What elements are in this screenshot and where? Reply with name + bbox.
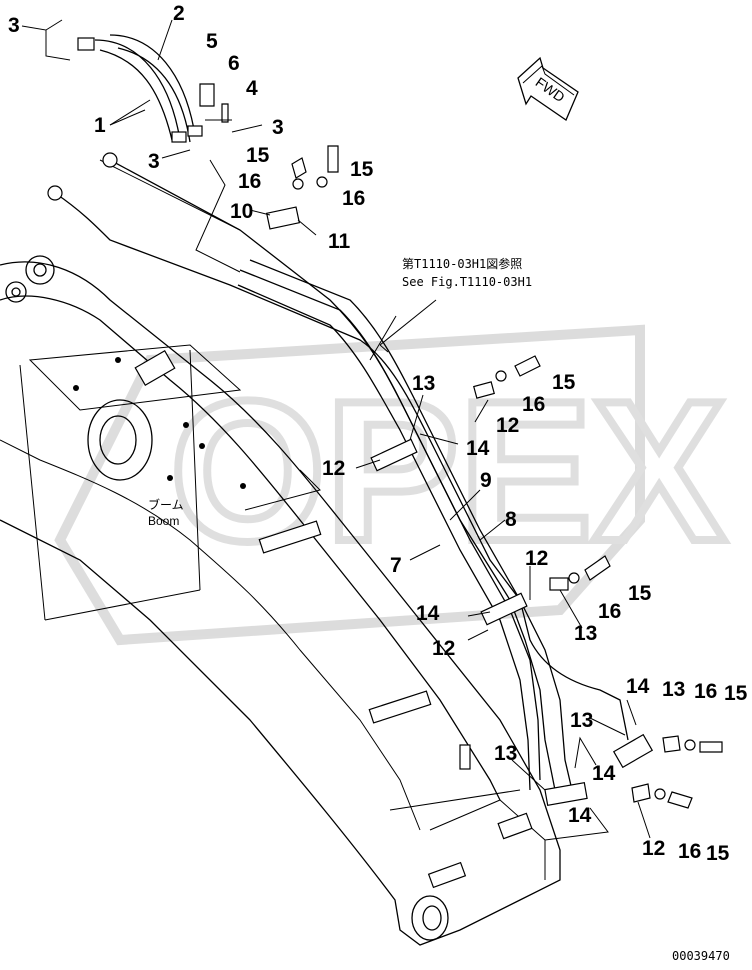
callout-14: 14	[592, 762, 616, 785]
callout-13: 13	[412, 372, 435, 395]
callout-14: 14	[416, 602, 440, 625]
hydraulic-pipes	[47, 34, 723, 809]
callout-15: 15	[706, 842, 730, 865]
callout-3: 3	[148, 150, 160, 173]
watermark-text: OPEX	[170, 360, 726, 583]
callout-14: 14	[466, 437, 490, 460]
callout-13: 13	[570, 709, 593, 732]
fwd-arrow: FWD	[517, 56, 579, 121]
callout-15: 15	[246, 144, 270, 167]
part-number-labels: 3 2 5 6 4 1 3 3 15 15 16 16 10 11 15 13 …	[8, 2, 748, 865]
callout-6: 6	[228, 52, 240, 75]
callout-9: 9	[480, 469, 492, 492]
callout-12: 12	[322, 457, 345, 480]
callout-10: 10	[230, 200, 253, 223]
callout-12: 12	[525, 547, 548, 570]
reference-en: See Fig.T1110-03H1	[402, 275, 532, 289]
boom-label-en: Boom	[148, 514, 179, 528]
callout-15: 15	[350, 158, 374, 181]
callout-13: 13	[494, 742, 517, 765]
callout-13: 13	[574, 622, 597, 645]
callout-2: 2	[173, 2, 185, 25]
drawing-number: 00039470	[672, 949, 730, 963]
callout-12: 12	[496, 414, 519, 437]
callout-12: 12	[642, 837, 665, 860]
callout-16: 16	[694, 680, 717, 703]
callout-14: 14	[568, 804, 592, 827]
boom-label-jp: ブーム	[148, 497, 184, 512]
callout-16: 16	[678, 840, 701, 863]
callout-5: 5	[206, 30, 218, 53]
callout-3: 3	[272, 116, 284, 139]
callout-16: 16	[342, 187, 365, 210]
boom	[0, 255, 561, 946]
callout-1: 1	[94, 114, 106, 137]
callout-14: 14	[626, 675, 650, 698]
reference-jp: 第T1110-03H1図参照	[402, 256, 522, 271]
leader-lines	[21, 19, 651, 841]
callout-16: 16	[522, 393, 545, 416]
callout-15: 15	[552, 371, 576, 394]
callout-4: 4	[246, 77, 258, 100]
callout-8: 8	[505, 508, 517, 531]
callout-7: 7	[390, 554, 402, 577]
callout-16: 16	[598, 600, 621, 623]
callout-12: 12	[432, 637, 455, 660]
callout-15: 15	[628, 582, 652, 605]
callout-16: 16	[238, 170, 261, 193]
callout-15: 15	[724, 682, 748, 705]
callout-13: 13	[662, 678, 685, 701]
callout-3: 3	[8, 14, 20, 37]
callout-11: 11	[328, 230, 351, 253]
